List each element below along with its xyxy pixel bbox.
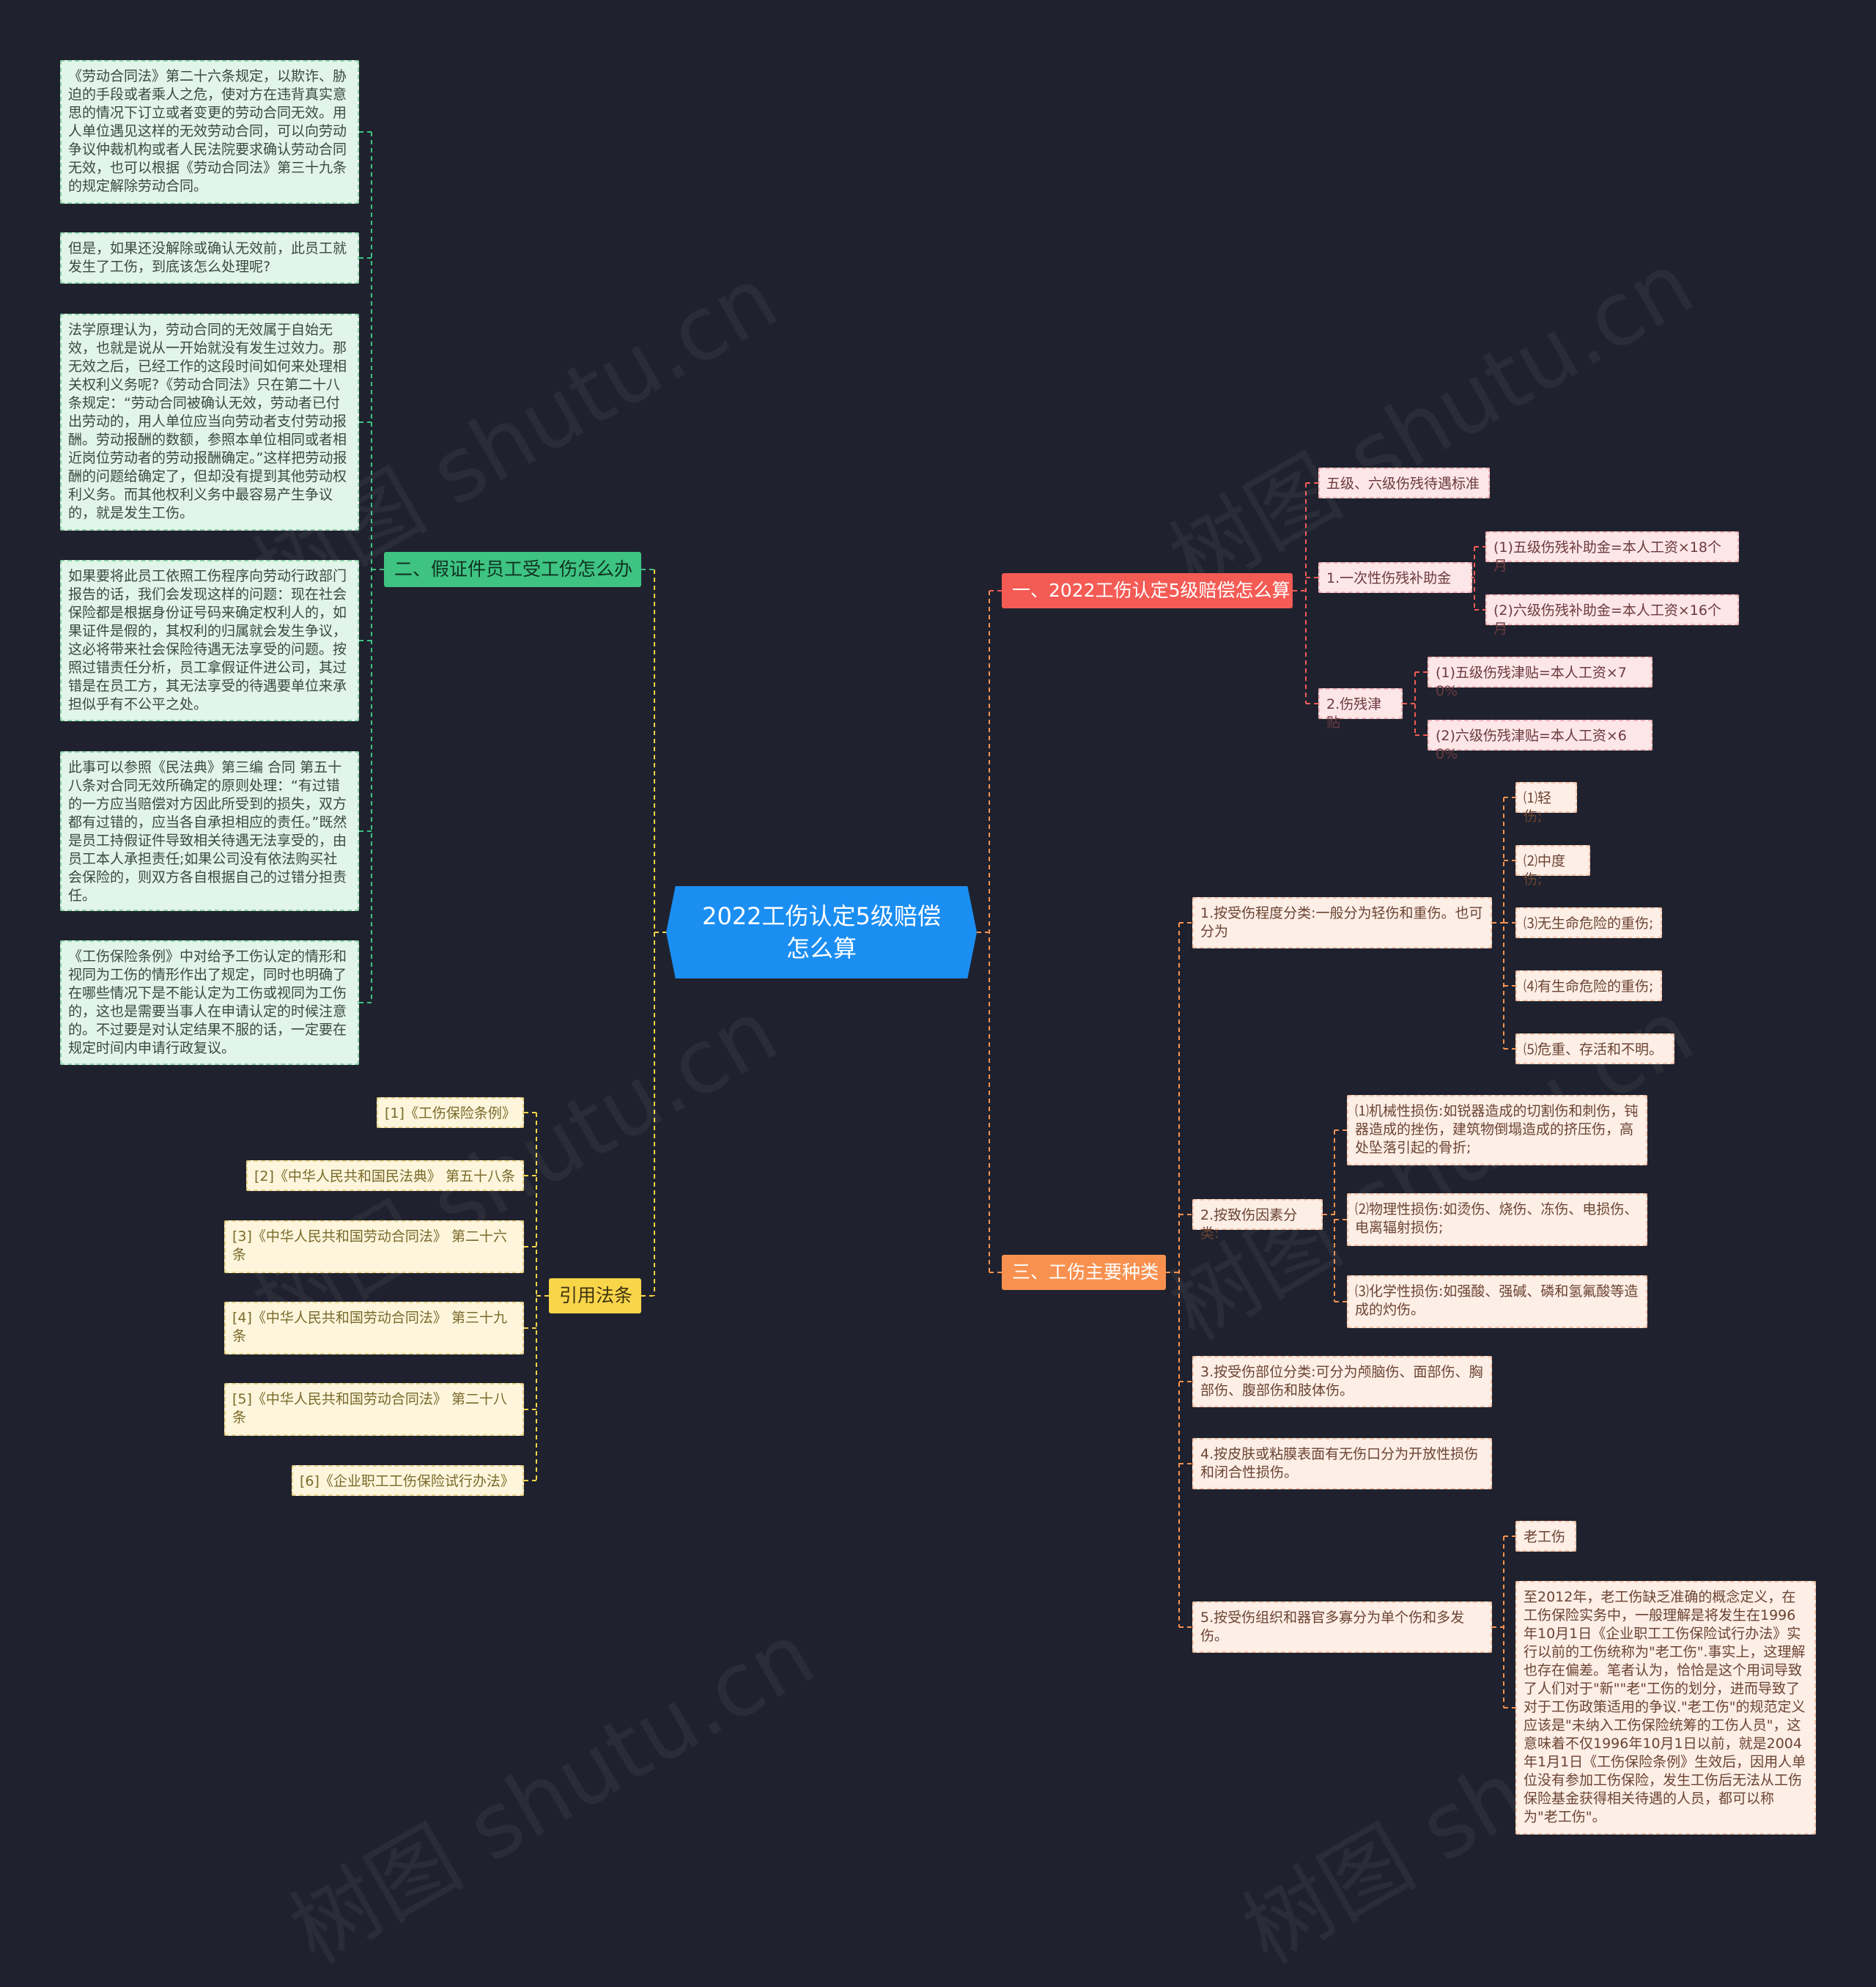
law-item[interactable]: [6]《企业职工工伤保险试行办法》 (292, 1465, 524, 1496)
fake-id-item[interactable]: 《劳动合同法》第二十六条规定，以欺诈、胁迫的手段或者乘人之危，使对方在违背真实意… (60, 60, 359, 204)
branch-laws[interactable]: 引用法条 (549, 1278, 641, 1313)
fake-id-item[interactable]: 此事可以参照《民法典》第三编 合同 第五十八条对合同无效所确定的原则处理：“有过… (60, 751, 359, 911)
degree-item[interactable]: ⑷有生命危险的重伤; (1515, 970, 1662, 1001)
fake-id-item[interactable]: 《工伤保险条例》中对给予工伤认定的情形和视同为工伤的情形作出了规定，同时也明确了… (60, 940, 359, 1065)
allowance-item[interactable]: (1)五级伤残津贴=本人工资×70% (1428, 657, 1652, 699)
law-item[interactable]: [2]《中华人民共和国民法典》 第五十八条 (246, 1160, 524, 1191)
lump-sum-item[interactable]: (1)五级伤残补助金=本人工资×18个月 (1485, 531, 1739, 574)
law-item[interactable]: [4]《中华人民共和国劳动合同法》 第三十九条 (224, 1302, 524, 1354)
lump-sum-item[interactable]: (2)六级伤残补助金=本人工资×16个月 (1485, 594, 1739, 637)
fake-id-item[interactable]: 法学原理认为，劳动合同的无效属于自始无效，也就是说从一开始就没有发生过效力。那无… (60, 314, 359, 531)
type-organ[interactable]: 5.按受伤组织和器官多寡分为单个伤和多发伤。 (1192, 1601, 1492, 1653)
allowance-item[interactable]: (2)六级伤残津贴=本人工资×60% (1428, 720, 1652, 762)
cause-item[interactable]: ⑴机械性损伤:如锐器造成的切割伤和刺伤，钝器造成的挫伤，建筑物倒塌造成的挤压伤，… (1347, 1095, 1647, 1165)
lump-sum-node[interactable]: 1.一次性伤残补助金 (1318, 562, 1472, 593)
cause-item[interactable]: ⑶化学性损伤:如强酸、强碱、磷和氢氟酸等造成的灼伤。 (1347, 1275, 1647, 1328)
law-item[interactable]: [1]《工伤保险条例》 (377, 1097, 524, 1128)
branch-compensation[interactable]: 一、2022工伤认定5级赔偿怎么算 (1002, 573, 1293, 608)
type-wound[interactable]: 4.按皮肤或粘膜表面有无伤口分为开放性损伤和闭合性损伤。 (1192, 1438, 1492, 1489)
type-cause[interactable]: 2.按致伤因素分类: (1192, 1199, 1323, 1242)
organ-item[interactable]: 至2012年，老工伤缺乏准确的概念定义，在工伤保险实务中，一般理解是将发生在19… (1515, 1581, 1816, 1835)
organ-item[interactable]: 老工伤 (1515, 1521, 1576, 1552)
fake-id-item[interactable]: 但是，如果还没解除或确认无效前，此员工就发生了工伤，到底该怎么处理呢? (60, 232, 359, 284)
fake-id-item[interactable]: 如果要将此员工依照工伤程序向劳动行政部门报告的话，我们会发现这样的问题：现在社会… (60, 560, 359, 721)
law-item[interactable]: [5]《中华人民共和国劳动合同法》 第二十八条 (224, 1383, 524, 1436)
type-site[interactable]: 3.按受伤部位分类:可分为颅脑伤、面部伤、胸部伤、腹部伤和肢体伤。 (1192, 1356, 1492, 1407)
cause-item[interactable]: ⑵物理性损伤:如烫伤、烧伤、冻伤、电损伤、电离辐射损伤; (1347, 1193, 1647, 1246)
branch-types[interactable]: 三、工伤主要种类 (1002, 1255, 1166, 1290)
degree-item[interactable]: ⑶无生命危险的重伤; (1515, 907, 1662, 938)
degree-item[interactable]: ⑴轻伤; (1515, 782, 1577, 825)
degree-item[interactable]: ⑵中度伤; (1515, 845, 1590, 888)
connector-lines (359, 131, 1515, 1708)
compensation-standard[interactable]: 五级、六级伤残待遇标准 (1318, 468, 1490, 498)
law-item[interactable]: [3]《中华人民共和国劳动合同法》 第二十六条 (224, 1220, 524, 1273)
degree-item[interactable]: ⑸危重、存活和不明。 (1515, 1033, 1674, 1064)
type-degree[interactable]: 1.按受伤程度分类:一般分为轻伤和重伤。也可分为 (1192, 897, 1492, 948)
allowance-node[interactable]: 2.伤残津贴 (1318, 688, 1403, 731)
branch-fake-id[interactable]: 二、假证件员工受工伤怎么办 (384, 552, 641, 587)
root-topic[interactable]: 2022工伤认定5级赔偿怎么算 (666, 886, 977, 978)
